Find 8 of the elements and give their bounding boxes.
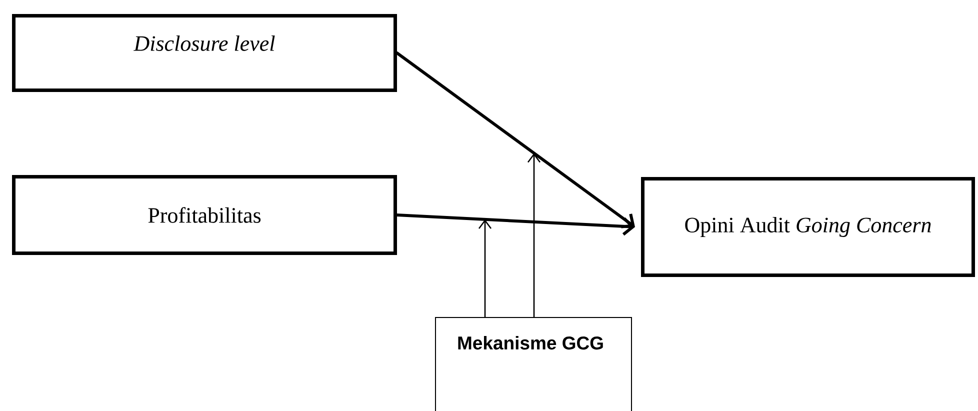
variable-box: Disclosure level	[12, 14, 397, 92]
arrow	[396, 52, 635, 228]
arrow	[396, 214, 635, 236]
variable-box: Profitabilitas	[12, 175, 397, 255]
variable-box: Opini Audit Going Concern	[641, 177, 975, 277]
arrow	[527, 153, 541, 318]
arrow	[478, 219, 492, 318]
moderator-box: Mekanisme GCG	[435, 317, 632, 411]
